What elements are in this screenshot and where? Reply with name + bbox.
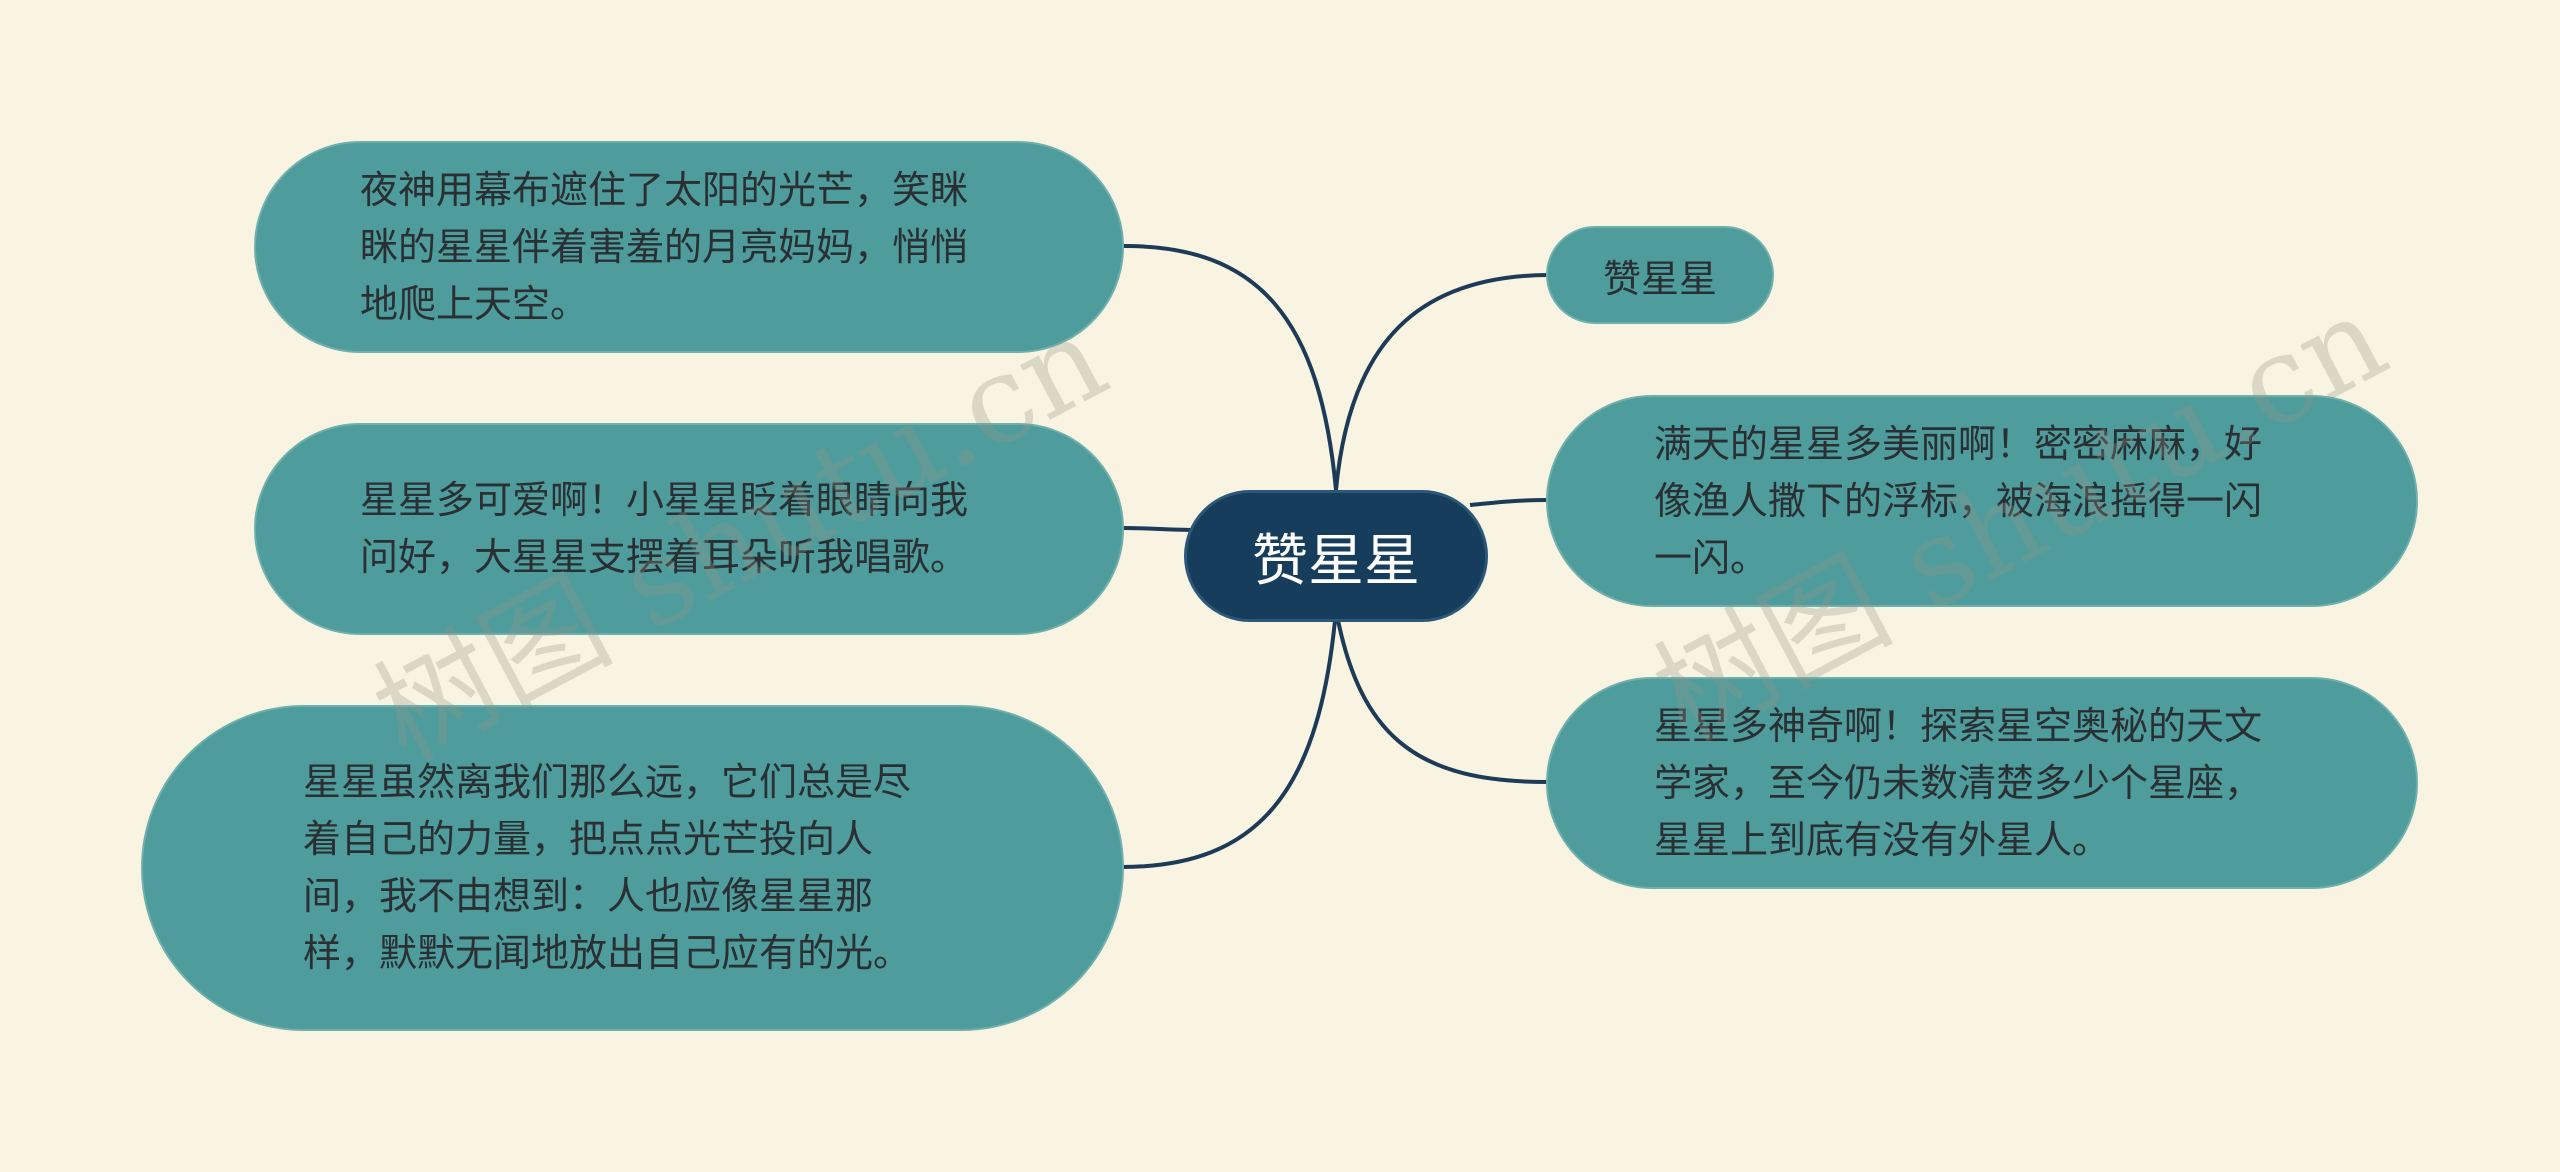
title-node[interactable]: 赞星星	[1546, 226, 1774, 324]
right-node-1-text: 满天的星星多美丽啊！密密麻麻，好像渔人撒下的浮标，被海浪摇得一闪一闪。	[1654, 421, 2263, 580]
left-node-1-text: 夜神用幕布遮住了太阳的光芒，笑眯眯的星星伴着害羞的月亮妈妈，悄悄地爬上天空。	[360, 167, 969, 326]
title-node-label: 赞星星	[1602, 256, 1717, 301]
root-node[interactable]: 赞星星	[1184, 490, 1488, 622]
right-node-2[interactable]: 星星多神奇啊！探索星空奥秘的天文学家，至今仍未数清楚多少个星座，星星上到底有没有…	[1546, 677, 2418, 889]
left-node-3-text: 星星虽然离我们那么远，它们总是尽着自己的力量，把点点光芒投向人间，我不由想到：人…	[303, 760, 912, 975]
left-node-3[interactable]: 星星虽然离我们那么远，它们总是尽着自己的力量，把点点光芒投向人间，我不由想到：人…	[141, 705, 1124, 1031]
left-node-1[interactable]: 夜神用幕布遮住了太阳的光芒，笑眯眯的星星伴着害羞的月亮妈妈，悄悄地爬上天空。	[254, 141, 1124, 353]
right-node-1[interactable]: 满天的星星多美丽啊！密密麻麻，好像渔人撒下的浮标，被海浪摇得一闪一闪。	[1546, 395, 2418, 607]
connector-title	[1334, 273, 1549, 491]
connector-left-1	[1121, 243, 1338, 491]
connector-right-1	[1469, 498, 1549, 507]
root-node-label: 赞星星	[1252, 528, 1420, 594]
left-node-2[interactable]: 星星多可爱啊！小星星眨着眼睛向我问好，大星星支摆着耳朵听我唱歌。	[254, 423, 1124, 635]
left-node-2-text: 星星多可爱啊！小星星眨着眼睛向我问好，大星星支摆着耳朵听我唱歌。	[360, 478, 969, 579]
right-node-2-text: 星星多神奇啊！探索星空奥秘的天文学家，至今仍未数清楚多少个星座，星星上到底有没有…	[1654, 703, 2263, 862]
connector-right-2	[1334, 609, 1549, 784]
connector-left-3	[1121, 609, 1338, 869]
